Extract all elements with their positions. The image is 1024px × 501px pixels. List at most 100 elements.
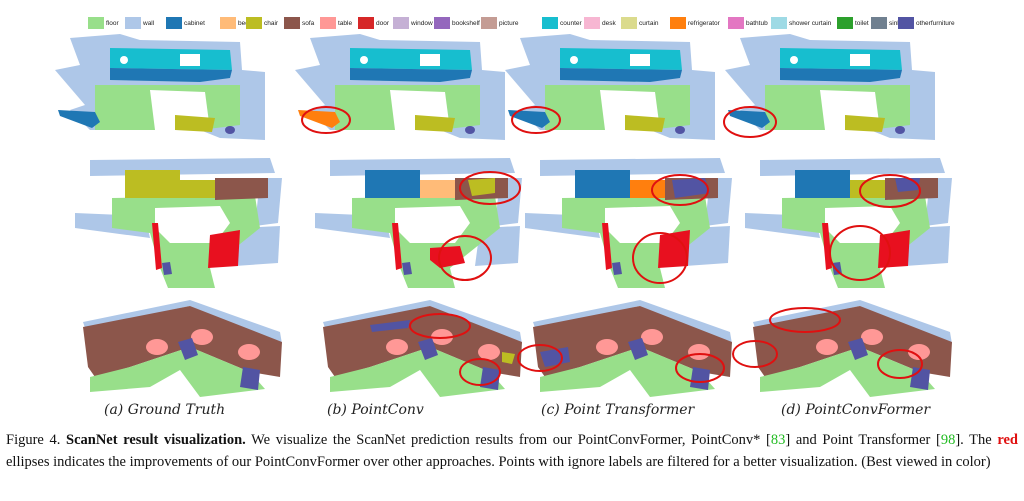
legend-label: wall xyxy=(143,19,155,27)
legend-swatch xyxy=(220,17,236,29)
mispredicted-otherfurniture xyxy=(540,347,570,367)
legend-item-picture: picture xyxy=(481,16,519,30)
cabinet-region xyxy=(560,68,682,82)
door-region xyxy=(392,223,402,270)
figure-number: Figure 4. xyxy=(6,432,61,448)
ground-truth-scene-3 xyxy=(83,300,282,397)
legend-swatch xyxy=(621,17,637,29)
table-region xyxy=(861,329,883,345)
otherfurniture-region xyxy=(910,367,930,390)
otherfurniture-region xyxy=(848,338,868,360)
furniture-left xyxy=(125,170,180,198)
furniture-left xyxy=(795,170,850,198)
legend-item-door: door xyxy=(358,16,389,30)
otherfurniture-region xyxy=(178,338,198,360)
improvement-ellipse xyxy=(732,340,778,368)
wall-region xyxy=(330,158,515,176)
furniture-left xyxy=(575,170,630,198)
improvement-ellipse xyxy=(877,349,923,379)
counter-region xyxy=(560,48,682,70)
wall-region xyxy=(760,158,945,176)
otherfurniture-region xyxy=(628,338,648,360)
cabinet-region xyxy=(350,68,472,82)
otherfurniture-region xyxy=(240,367,260,390)
legend-label: desk xyxy=(602,19,616,27)
point-transformer-scene-2 xyxy=(525,158,732,288)
legend-swatch xyxy=(125,17,141,29)
legend-label: curtain xyxy=(639,19,659,27)
legend-swatch xyxy=(584,17,600,29)
wall-region xyxy=(753,300,952,344)
otherfurniture-region xyxy=(225,126,235,134)
legend-label: refrigerator xyxy=(688,19,720,27)
legend-item-cabinet: cabinet xyxy=(166,16,205,30)
legend-label: counter xyxy=(560,19,582,27)
floor-region xyxy=(760,347,935,397)
furniture-middle xyxy=(420,180,455,198)
citation-link-83[interactable]: 83 xyxy=(770,432,786,448)
mispredicted-chair xyxy=(468,178,495,196)
counter-region xyxy=(780,48,902,70)
mispredicted-otherfurniture xyxy=(672,178,710,198)
legend-swatch xyxy=(434,17,450,29)
door-region xyxy=(658,230,690,268)
legend-swatch xyxy=(542,17,558,29)
legend-swatch xyxy=(670,17,686,29)
counter-hole xyxy=(850,54,870,66)
legend-item-bookshelf: bookshelf xyxy=(434,16,480,30)
improvement-ellipse xyxy=(829,225,891,281)
otherfurniture-region xyxy=(690,367,710,390)
caption-red-word: red xyxy=(997,432,1018,448)
wall-region xyxy=(540,158,725,176)
table-region xyxy=(908,344,930,360)
legend-item-chair: chair xyxy=(246,16,278,30)
improvement-ellipse xyxy=(438,235,492,281)
legend-swatch xyxy=(393,17,409,29)
caption-text-4: ellipses indicates the improvements of o… xyxy=(6,453,991,470)
door-region xyxy=(602,223,612,270)
otherfurniture-region xyxy=(418,338,438,360)
legend-swatch xyxy=(837,17,853,29)
improvement-ellipse xyxy=(651,174,709,206)
figure-caption: Figure 4. ScanNet result visualization. … xyxy=(6,430,1018,473)
wall-region xyxy=(83,300,282,344)
legend-swatch xyxy=(728,17,744,29)
wall-region xyxy=(533,300,732,344)
cabinet-region xyxy=(780,68,902,82)
floor-region xyxy=(330,347,505,397)
legend-item-sink: sink xyxy=(871,16,901,30)
improvement-ellipse xyxy=(632,232,688,284)
legend-item-shower-curtain: shower curtain xyxy=(771,16,831,30)
legend-item-bathtub: bathtub xyxy=(728,16,768,30)
improvement-ellipse xyxy=(769,307,841,333)
legend-label: table xyxy=(338,19,353,27)
pointconvformer-scene-1 xyxy=(723,34,935,140)
improvement-ellipse xyxy=(459,358,501,386)
legend-label: bathtub xyxy=(746,19,768,27)
legend-label: floor xyxy=(106,19,119,27)
furniture-middle xyxy=(180,180,215,198)
wall-region xyxy=(323,300,522,344)
subfigure-label-ground-truth: (a) Ground Truth xyxy=(104,402,226,418)
counter-hole xyxy=(790,56,798,64)
legend-label: otherfurniture xyxy=(916,19,955,27)
legend-label: bed xyxy=(238,19,249,27)
table-region xyxy=(386,339,408,355)
table-region xyxy=(641,329,663,345)
otherfurniture-region xyxy=(675,126,685,134)
legend-item-curtain: curtain xyxy=(621,16,659,30)
citation-link-98[interactable]: 98 xyxy=(940,432,956,448)
sofa-region xyxy=(215,178,268,200)
mispredicted-chair xyxy=(502,352,515,364)
improvement-ellipse xyxy=(675,353,725,383)
lower-cabinet-region xyxy=(508,110,550,128)
ground-truth-scene-1 xyxy=(55,34,265,140)
pointconv-scene-1 xyxy=(295,34,505,140)
legend-label: sink xyxy=(889,19,901,27)
caption-text-3: ]. The xyxy=(955,432,998,448)
pointconv-scene-3 xyxy=(323,300,522,397)
furniture-middle xyxy=(630,180,665,198)
counter-hole xyxy=(570,56,578,64)
subfigure-label-pointconvformer: (d) PointConvFormer xyxy=(781,402,931,418)
